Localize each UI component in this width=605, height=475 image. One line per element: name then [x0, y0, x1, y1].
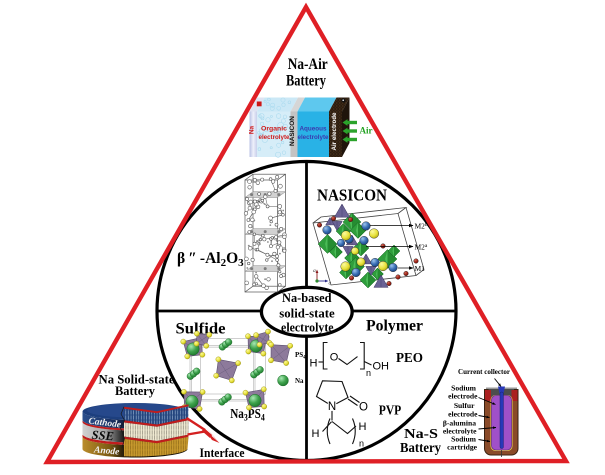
- svg-text:H: H: [312, 428, 320, 440]
- svg-text:Current collector: Current collector: [458, 367, 511, 376]
- svg-text:PVP: PVP: [379, 403, 402, 418]
- svg-text:electrolyte: electrolyte: [298, 134, 329, 141]
- svg-text:Sulfide: Sulfide: [176, 321, 226, 338]
- svg-text:Polymer: Polymer: [366, 318, 423, 335]
- svg-text:electrolyte: electrolyte: [443, 427, 477, 436]
- svg-text:Air electrode: Air electrode: [331, 112, 338, 150]
- svg-text:Na-based: Na-based: [282, 291, 332, 305]
- svg-text:N: N: [328, 401, 336, 413]
- svg-text:β ″ -Al2O3: β ″ -Al2O3: [177, 250, 244, 269]
- svg-text:Cathode: Cathode: [88, 417, 122, 431]
- svg-text:M2a: M2a: [415, 243, 428, 252]
- svg-text:Anode: Anode: [93, 445, 121, 457]
- svg-text:electrolyte: electrolyte: [281, 321, 334, 335]
- svg-text:Na-Air: Na-Air: [288, 56, 328, 73]
- svg-text:H: H: [359, 421, 367, 433]
- svg-text:a: a: [313, 268, 316, 274]
- svg-text:Na Solid-state: Na Solid-state: [99, 372, 175, 387]
- svg-text:Sulfur: Sulfur: [454, 401, 475, 410]
- svg-text:Na-S: Na-S: [404, 426, 438, 441]
- svg-text:solid-state: solid-state: [279, 307, 335, 321]
- svg-text:electrolyte: electrolyte: [259, 134, 290, 141]
- svg-text:Organic: Organic: [261, 126, 287, 133]
- svg-text:Battery: Battery: [286, 73, 326, 90]
- svg-text:M1: M1: [415, 264, 426, 273]
- svg-text:NASICON: NASICON: [317, 186, 387, 205]
- svg-text:Battery: Battery: [115, 383, 155, 398]
- svg-text:Battery: Battery: [400, 440, 441, 455]
- svg-text:Na: Na: [295, 377, 304, 385]
- svg-text:β-alumina: β-alumina: [443, 419, 476, 428]
- svg-text:O: O: [330, 352, 339, 364]
- svg-text:electrode: electrode: [448, 392, 478, 401]
- svg-text:Aqueous: Aqueous: [300, 126, 327, 133]
- svg-text:Sodium: Sodium: [451, 435, 477, 444]
- svg-text:SSE: SSE: [91, 428, 114, 444]
- svg-text:H: H: [310, 358, 318, 370]
- svg-text:c: c: [329, 281, 332, 287]
- svg-text:Sodium: Sodium: [451, 384, 477, 393]
- svg-text:NASICON: NASICON: [290, 116, 296, 146]
- svg-text:Interface: Interface: [200, 445, 245, 460]
- svg-text:PS4: PS4: [295, 351, 306, 361]
- svg-text:electrode: electrode: [448, 410, 478, 419]
- svg-text:M2b: M2b: [415, 222, 428, 231]
- svg-text:PEO: PEO: [396, 350, 423, 365]
- svg-text:Na: Na: [249, 125, 256, 134]
- svg-text:cartridge: cartridge: [447, 443, 478, 452]
- svg-text:Air: Air: [360, 126, 373, 136]
- svg-text:O: O: [359, 402, 368, 414]
- svg-text:Na3PS4: Na3PS4: [230, 406, 265, 424]
- svg-text:n: n: [359, 439, 364, 449]
- svg-text:n: n: [366, 368, 371, 378]
- svg-text:OH: OH: [373, 361, 390, 373]
